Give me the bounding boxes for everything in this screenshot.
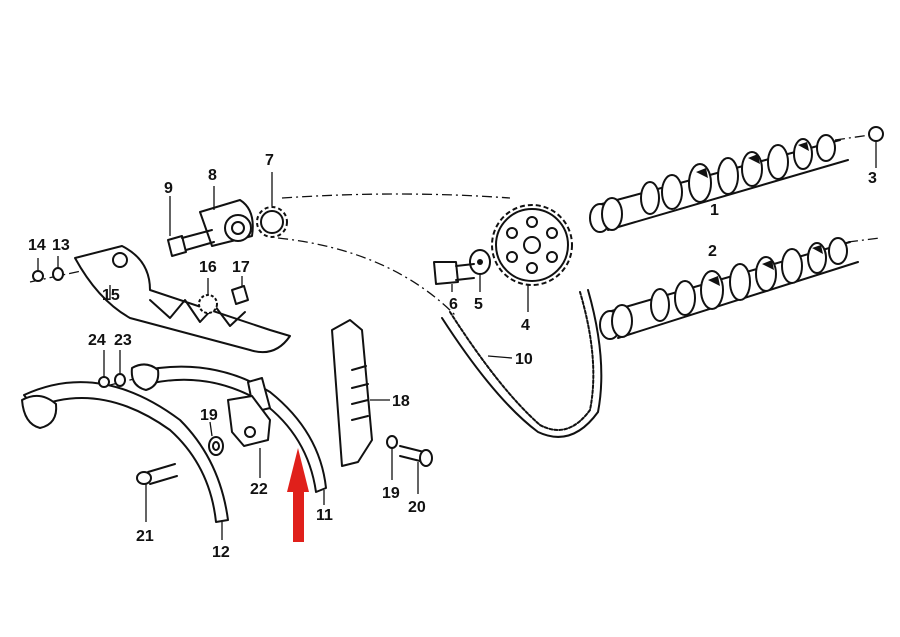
callout-19-left: 19 bbox=[200, 407, 218, 424]
guide-rail-part-18 bbox=[331, 319, 390, 467]
callout-2: 2 bbox=[708, 243, 717, 260]
bracket-part-22 bbox=[227, 395, 271, 478]
bolt-part-6 bbox=[433, 261, 475, 292]
washer-part-19-left bbox=[208, 421, 224, 456]
bolt-part-21 bbox=[136, 463, 178, 522]
callout-14: 14 bbox=[28, 237, 46, 254]
callout-13: 13 bbox=[52, 237, 70, 254]
callout-6: 6 bbox=[449, 296, 458, 313]
callout-labels: 1 2 3 4 5 6 7 8 9 10 11 12 13 14 15 16 1… bbox=[28, 152, 877, 561]
tensioner-rail-part-15 bbox=[74, 245, 291, 354]
sprocket-part-7 bbox=[256, 172, 288, 238]
nut-part-14 bbox=[32, 258, 44, 282]
up-arrow-icon bbox=[287, 448, 309, 542]
callout-8: 8 bbox=[208, 167, 217, 184]
washer-part-23 bbox=[114, 350, 126, 387]
callout-23: 23 bbox=[114, 332, 132, 349]
washer-part-13 bbox=[52, 256, 64, 281]
callout-19-right: 19 bbox=[382, 485, 400, 502]
gear-part-16 bbox=[198, 278, 218, 314]
camshaft-upper bbox=[589, 134, 849, 233]
callout-4: 4 bbox=[521, 317, 530, 334]
callout-7: 7 bbox=[265, 152, 274, 169]
housing-part-8 bbox=[199, 186, 254, 247]
callout-11: 11 bbox=[316, 507, 333, 524]
callout-16: 16 bbox=[199, 259, 217, 276]
callout-10: 10 bbox=[515, 351, 533, 368]
callout-15: 15 bbox=[102, 287, 120, 304]
nut-part-3 bbox=[868, 126, 884, 168]
callout-20: 20 bbox=[408, 499, 426, 516]
callout-5: 5 bbox=[474, 296, 483, 313]
callout-17: 17 bbox=[232, 259, 250, 276]
callout-1: 1 bbox=[710, 202, 719, 219]
callout-18: 18 bbox=[392, 393, 410, 410]
timing-chain-part-10 bbox=[441, 289, 603, 438]
bolt-part-9 bbox=[167, 196, 215, 257]
callout-22: 22 bbox=[250, 481, 268, 498]
pin-part-17 bbox=[231, 276, 249, 305]
camshaft-lower bbox=[599, 237, 859, 340]
washer-part-19-right bbox=[386, 435, 398, 480]
nut-part-24 bbox=[98, 350, 110, 388]
callout-21: 21 bbox=[136, 528, 154, 545]
callout-9: 9 bbox=[164, 180, 173, 197]
callout-12: 12 bbox=[212, 544, 230, 561]
callout-24: 24 bbox=[88, 332, 106, 349]
camshaft-sprocket-part-4 bbox=[491, 204, 573, 312]
guide-rail-part-12 bbox=[21, 381, 229, 540]
bolt-part-20 bbox=[399, 445, 433, 494]
washer-part-5 bbox=[469, 249, 491, 292]
callout-3: 3 bbox=[868, 170, 877, 187]
